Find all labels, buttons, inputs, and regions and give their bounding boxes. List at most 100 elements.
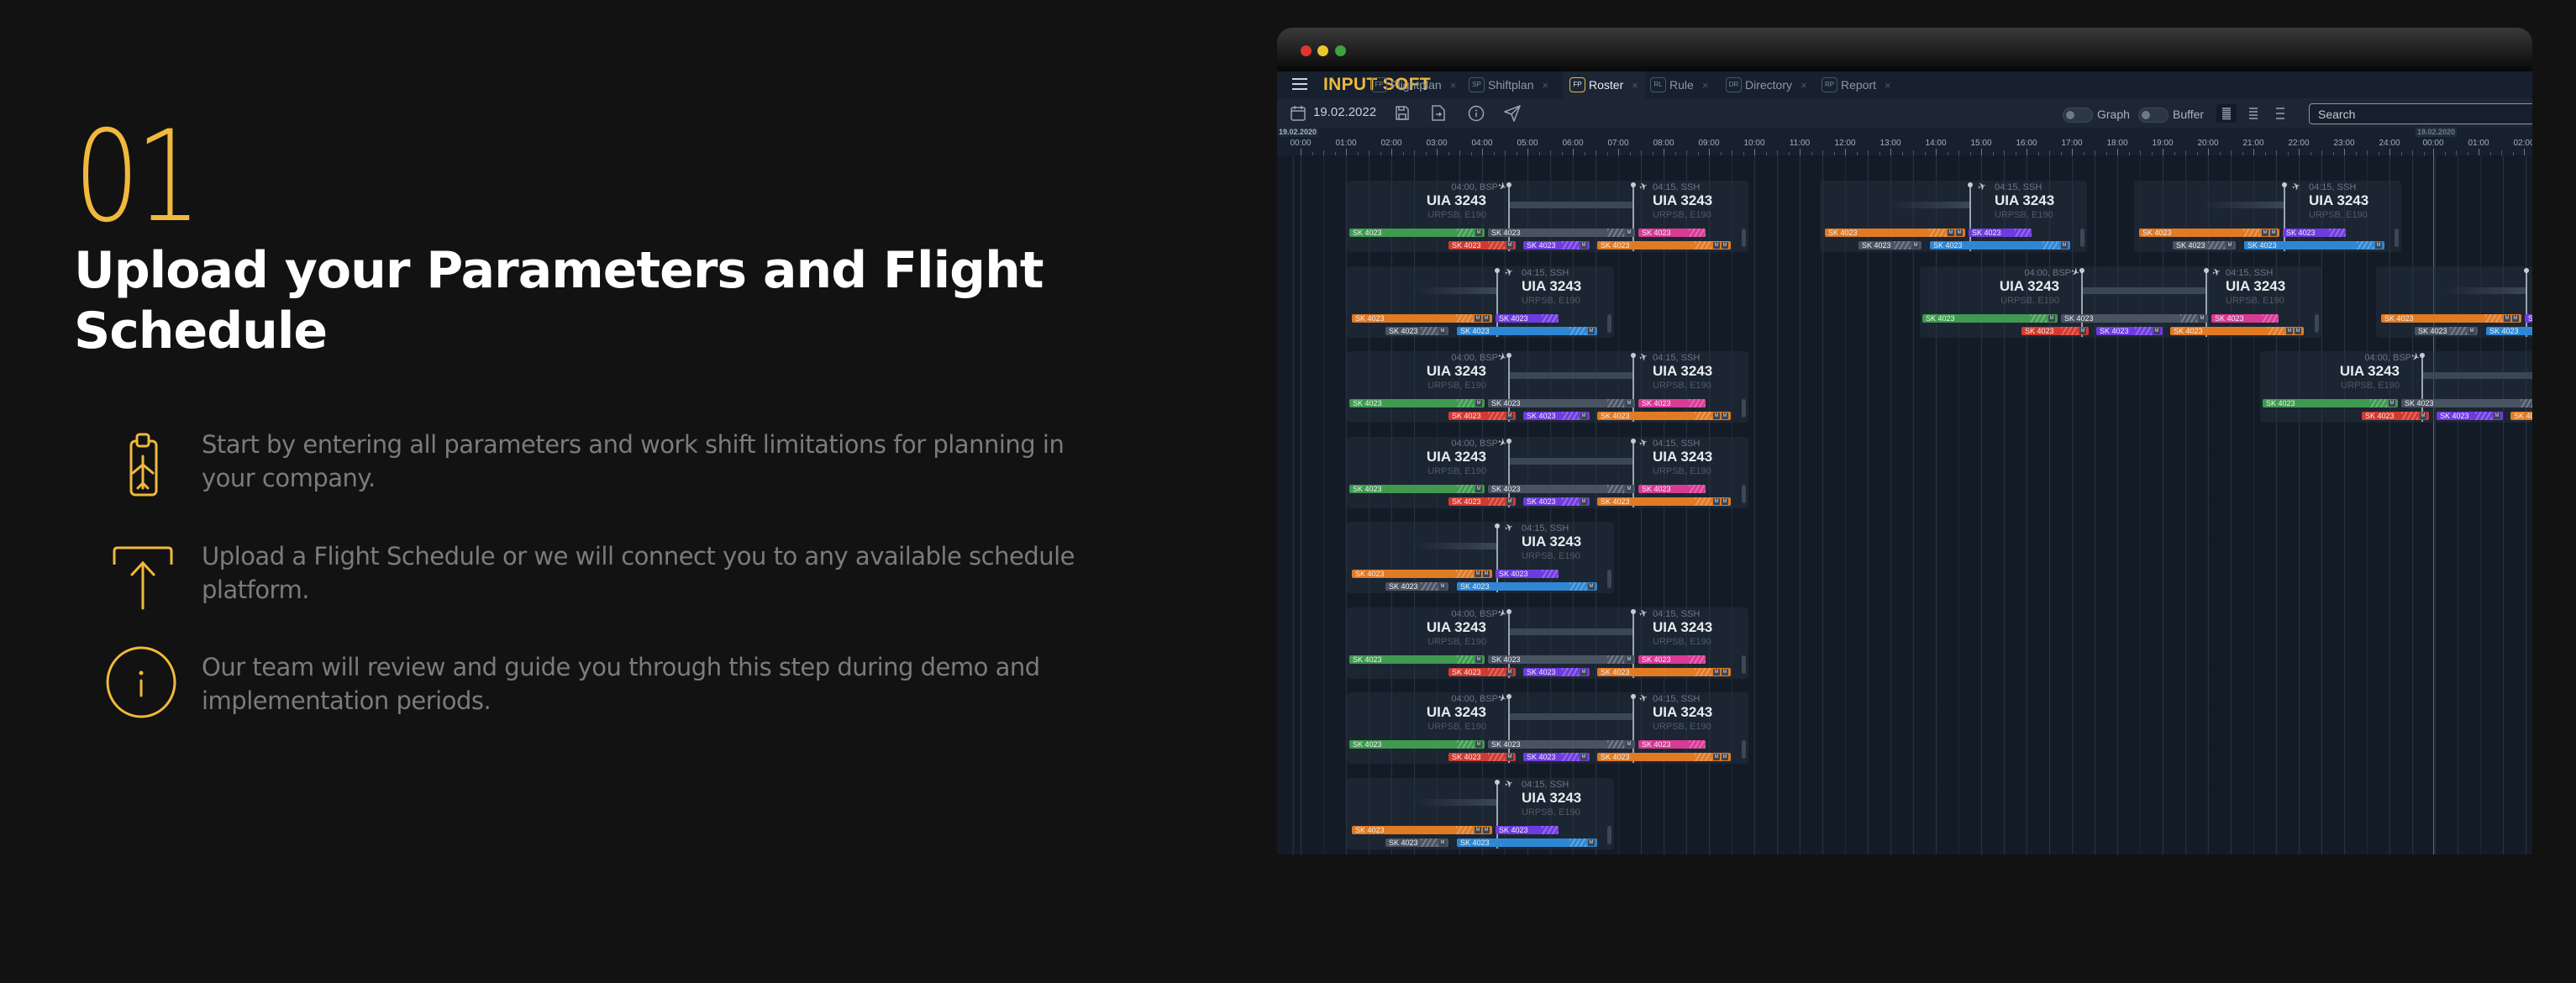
duty-bar[interactable]: SK 4023 [2211,313,2279,323]
card-scrollbar[interactable] [2315,313,2319,333]
dense-view-button[interactable] [2216,104,2237,123]
card-scrollbar[interactable] [1607,825,1611,844]
card-scrollbar[interactable] [2395,229,2399,247]
search-box[interactable] [2309,103,2532,124]
calendar-icon[interactable] [1291,105,1306,121]
card-scrollbar[interactable] [1742,484,1746,503]
send-icon[interactable] [1504,105,1521,122]
duty-bar[interactable]: SK 4023 [1638,484,1706,493]
save-icon[interactable] [1395,105,1410,121]
duty-bar[interactable]: SK 4023 [1969,229,2032,237]
card-scrollbar[interactable] [1742,399,1746,418]
close-tab-icon[interactable]: × [1542,78,1549,92]
date-picker[interactable]: 19.02.2022 [1313,105,1377,119]
duty-bar[interactable]: SK 4023 [1638,654,1706,664]
duty-bar[interactable]: SK 4023 [2525,313,2532,323]
card-scrollbar[interactable] [1742,740,1746,759]
duty-bar[interactable]: SK 4023 [2283,229,2346,237]
minimize-window-button[interactable] [1317,45,1328,56]
card-scrollbar[interactable] [1607,570,1611,588]
close-tab-icon[interactable]: × [1885,78,1891,92]
card-scrollbar[interactable] [1742,654,1746,674]
menu-icon[interactable] [1292,78,1307,92]
duty-bar[interactable]: SK 4023 [1638,229,1706,237]
close-tab-icon[interactable]: × [1801,78,1807,92]
close-tab-icon[interactable]: × [1632,78,1638,92]
buffer-toggle[interactable] [2138,108,2169,123]
duty-bar[interactable]: SK 4023 [1496,570,1559,578]
close-window-button[interactable] [1301,45,1312,56]
compact-view-button[interactable] [2270,104,2290,123]
graph-toggle[interactable] [2063,108,2093,123]
card-scrollbar[interactable] [1742,229,1746,247]
normal-view-button[interactable] [2243,104,2263,123]
duty-bar[interactable]: SK 4023 [1496,825,1559,834]
export-icon[interactable] [1431,104,1446,122]
close-tab-icon[interactable]: × [1701,78,1709,92]
duty-bar[interactable]: SK 4023 [1496,313,1559,323]
card-scrollbar[interactable] [1607,313,1611,333]
